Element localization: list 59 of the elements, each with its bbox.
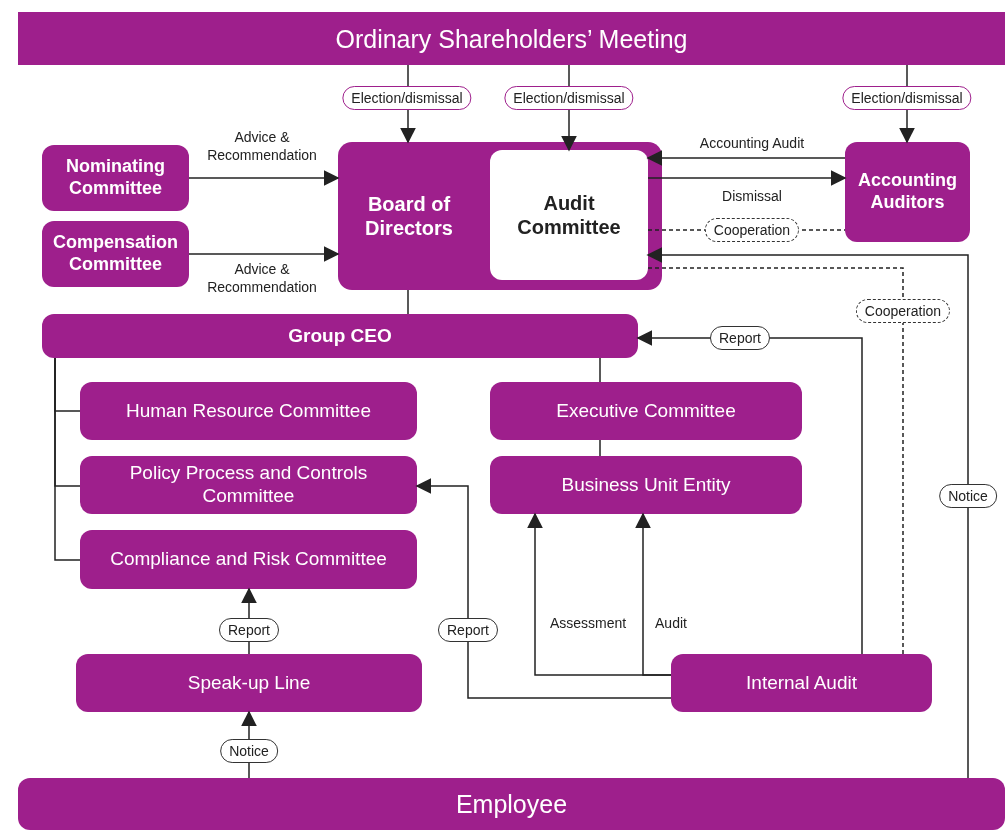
edge-label: Election/dismissal: [504, 86, 634, 110]
arrow: [635, 512, 672, 676]
edge-label: Audit: [654, 613, 688, 633]
node-label: Speak-up Line: [187, 671, 311, 695]
org-box: [490, 456, 802, 514]
edge-label: Election/dismissal: [842, 86, 972, 110]
connector-line: [599, 357, 601, 383]
node-label: Audit Committee: [516, 191, 622, 239]
edge-label: Notice: [220, 739, 278, 763]
edge-label: Assessment: [548, 613, 628, 633]
node-label: Group CEO: [288, 324, 392, 348]
node-label: Internal Audit: [746, 671, 857, 695]
edge-label: Dismissal: [721, 186, 783, 206]
org-box: [80, 530, 417, 589]
org-box: [80, 382, 417, 440]
node-label: Board of Directors: [364, 192, 454, 240]
connector-line: [407, 289, 409, 315]
arrow: [636, 330, 863, 655]
edge-label: Cooperation: [704, 218, 800, 242]
org-box: [338, 142, 662, 290]
node-label: Employee: [455, 789, 568, 819]
org-box: [18, 778, 1005, 830]
node-label: Compensation Committee: [52, 232, 179, 276]
header-band: [18, 12, 1005, 65]
edge-label: Election/dismissal: [342, 86, 472, 110]
arrow: [188, 170, 340, 186]
org-box: [490, 382, 802, 440]
node-label: Business Unit Entity: [561, 473, 731, 497]
org-box: [845, 142, 970, 242]
edge-label: Report: [710, 326, 770, 350]
edge-label: Report: [438, 618, 498, 642]
arrow: [647, 170, 847, 186]
org-box: [42, 314, 638, 358]
org-box: [671, 654, 932, 712]
node-label: Compliance and Risk Committee: [110, 548, 387, 571]
node-label: Executive Committee: [556, 399, 736, 423]
connector-line: [647, 267, 904, 655]
org-box: [76, 654, 422, 712]
org-box: [42, 145, 189, 211]
node-label: Accounting Auditors: [857, 170, 958, 214]
node-label: Human Resource Committee: [126, 399, 371, 423]
node-label: Nominating Committee: [65, 156, 166, 200]
node-label: Ordinary Shareholders’ Meeting: [335, 23, 688, 54]
edge-label: Report: [219, 618, 279, 642]
org-box: [80, 456, 417, 514]
arrow: [415, 478, 672, 699]
edge-label: Notice: [939, 484, 997, 508]
connector-line: [599, 439, 601, 457]
edge-label: Cooperation: [855, 299, 951, 323]
arrow: [188, 246, 340, 262]
edge-label: Accounting Audit: [698, 133, 806, 153]
connector-line: [54, 357, 81, 561]
node-label: Policy Process and Controls Committee: [128, 462, 369, 508]
edge-label: Advice & Recommendation: [206, 259, 318, 297]
committee-box: [490, 150, 648, 280]
arrow: [646, 150, 846, 166]
arrow: [646, 247, 969, 779]
org-box: [42, 221, 189, 287]
edge-label: Advice & Recommendation: [206, 127, 318, 165]
